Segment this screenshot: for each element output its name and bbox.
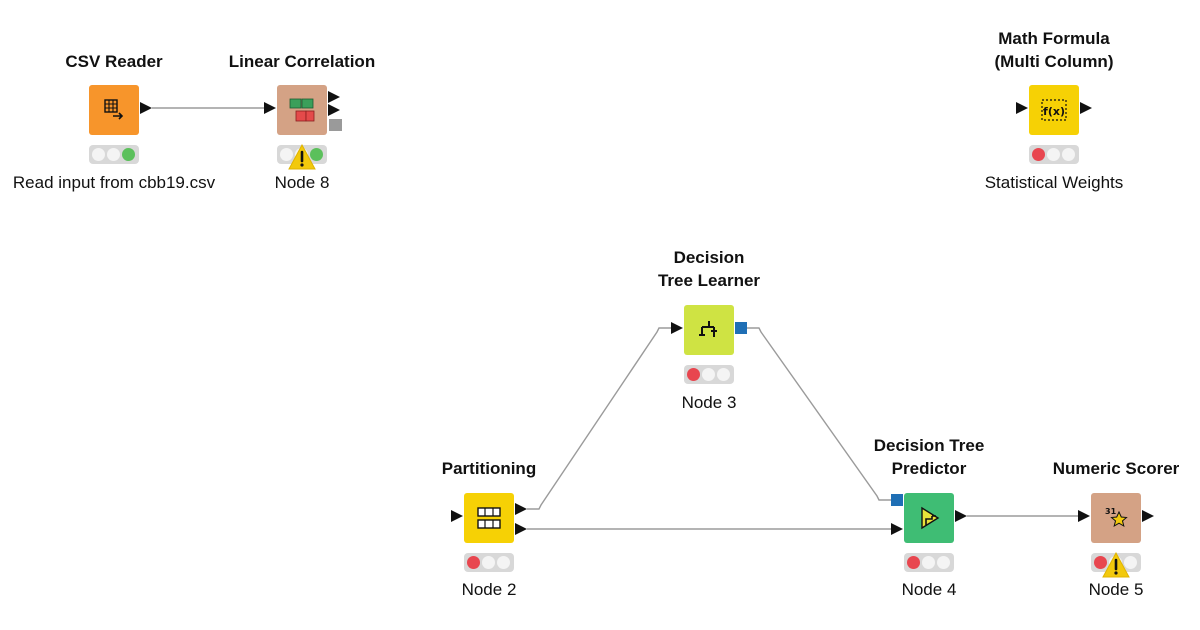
status-light-off xyxy=(107,148,120,161)
status-light-red xyxy=(1094,556,1107,569)
status-light-off xyxy=(482,556,495,569)
out-port-black[interactable] xyxy=(140,102,152,114)
out-port-black[interactable] xyxy=(515,523,527,535)
predictor-icon xyxy=(921,506,940,530)
node-label[interactable]: Read input from cbb19.csv xyxy=(12,173,216,192)
tree-icon xyxy=(699,321,717,337)
status-light-off xyxy=(280,148,293,161)
node-status-indicator xyxy=(1029,145,1079,164)
in-port-black[interactable] xyxy=(451,510,463,522)
in-port-model[interactable] xyxy=(891,494,903,506)
node-title: Partitioning xyxy=(441,459,537,478)
partition-icon xyxy=(477,507,501,529)
node-label[interactable]: Node 4 xyxy=(901,580,957,599)
function-icon: f(x) xyxy=(1041,99,1067,121)
node-label[interactable]: Statistical Weights xyxy=(984,173,1124,192)
node-title: Decision Tree Predictor xyxy=(873,436,985,478)
status-light-off xyxy=(702,368,715,381)
connection-decision-tree-learner-to-decision-tree-predictor[interactable] xyxy=(747,327,891,501)
out-port-black[interactable] xyxy=(955,510,967,522)
node-box[interactable] xyxy=(89,85,139,135)
in-port-black[interactable] xyxy=(1078,510,1090,522)
connection-partitioning-to-decision-tree-learner[interactable] xyxy=(527,327,671,510)
ports-layer xyxy=(140,91,1154,535)
svg-text:f(x): f(x) xyxy=(1043,105,1065,118)
node-title: Linear Correlation xyxy=(228,52,376,71)
status-light-red xyxy=(1032,148,1045,161)
status-light-off xyxy=(922,556,935,569)
node-box[interactable] xyxy=(904,493,954,543)
node-title: Math Formula (Multi Column) xyxy=(994,29,1114,71)
correlation-matrix-icon xyxy=(289,98,315,122)
in-port-black[interactable] xyxy=(264,102,276,114)
warning-icon[interactable] xyxy=(288,144,316,170)
out-port-black[interactable] xyxy=(328,104,340,116)
node-title: Decision Tree Learner xyxy=(657,248,761,290)
in-port-black[interactable] xyxy=(891,523,903,535)
node-box[interactable] xyxy=(464,493,514,543)
out-port-black[interactable] xyxy=(328,91,340,103)
out-port-gray[interactable] xyxy=(329,119,342,131)
status-light-off xyxy=(497,556,510,569)
status-light-off xyxy=(1062,148,1075,161)
node-label[interactable]: Node 8 xyxy=(274,173,330,192)
status-light-off xyxy=(1124,556,1137,569)
node-status-indicator xyxy=(904,553,954,572)
node-box[interactable] xyxy=(277,85,327,135)
out-port-model[interactable] xyxy=(735,322,747,334)
node-status-indicator xyxy=(684,365,734,384)
status-light-red xyxy=(687,368,700,381)
status-light-red xyxy=(907,556,920,569)
out-port-black[interactable] xyxy=(515,503,527,515)
status-light-off xyxy=(1047,148,1060,161)
node-label[interactable]: Node 5 xyxy=(1088,580,1144,599)
svg-text:31: 31 xyxy=(1105,507,1117,516)
out-port-black[interactable] xyxy=(1080,102,1092,114)
scorer-star-icon: 31 xyxy=(1105,507,1128,528)
node-title: CSV Reader xyxy=(65,52,163,71)
connections-layer xyxy=(152,107,1078,530)
node-label[interactable]: Node 3 xyxy=(681,393,737,412)
table-export-icon xyxy=(104,99,124,120)
node-status-indicator xyxy=(89,145,139,164)
out-port-black[interactable] xyxy=(1142,510,1154,522)
in-port-black[interactable] xyxy=(671,322,683,334)
in-port-black[interactable] xyxy=(1016,102,1028,114)
status-light-off xyxy=(92,148,105,161)
status-light-red xyxy=(467,556,480,569)
node-title: Numeric Scorer xyxy=(1052,459,1180,478)
node-box[interactable]: 31 xyxy=(1091,493,1141,543)
warning-icon[interactable] xyxy=(1102,552,1130,578)
status-light-off xyxy=(717,368,730,381)
status-light-green xyxy=(122,148,135,161)
node-box[interactable] xyxy=(684,305,734,355)
node-box[interactable]: f(x) xyxy=(1029,85,1079,135)
status-light-off xyxy=(937,556,950,569)
node-label[interactable]: Node 2 xyxy=(461,580,517,599)
status-light-green xyxy=(310,148,323,161)
node-status-indicator xyxy=(464,553,514,572)
